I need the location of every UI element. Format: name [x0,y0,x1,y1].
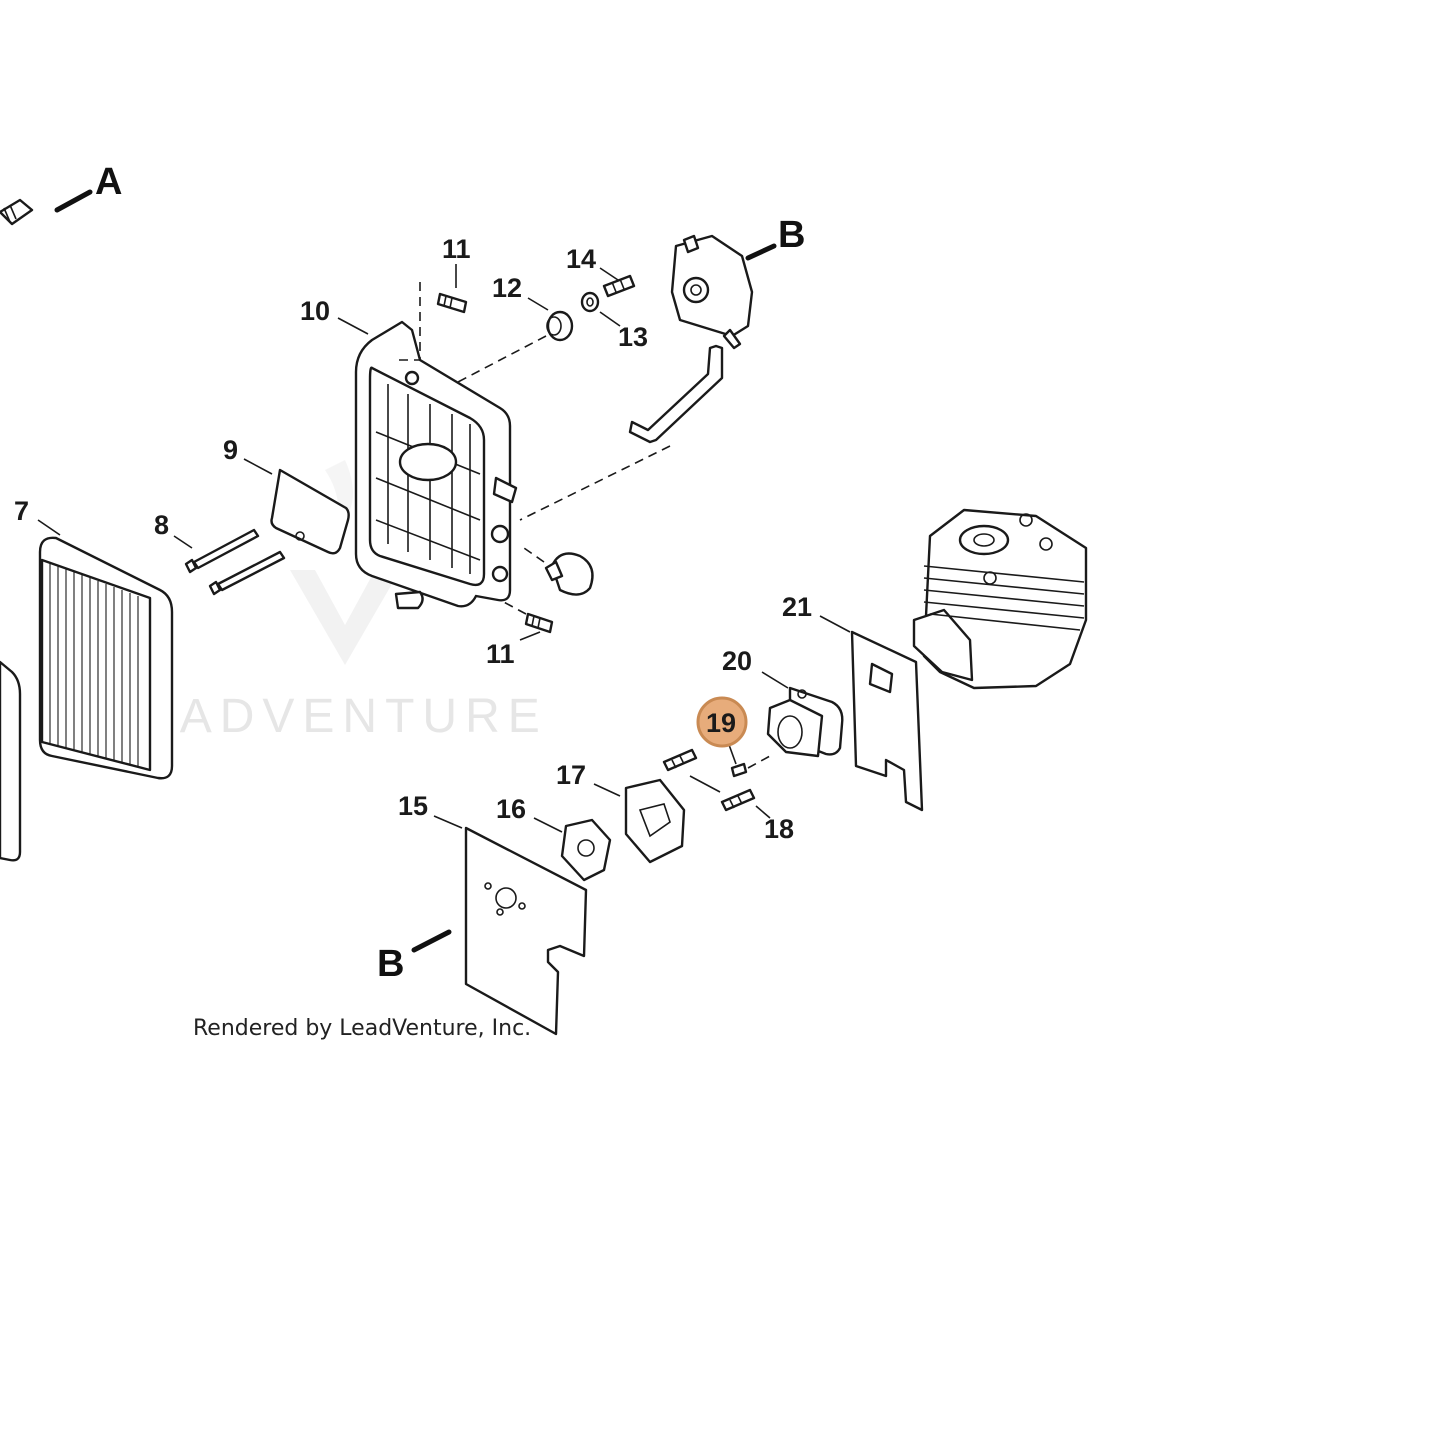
gasket-part-16[interactable] [560,818,612,882]
air-filter-part-7[interactable] [38,536,174,780]
label-part-9: 9 [223,435,238,465]
screw-part-18-upper[interactable] [662,748,698,772]
screw-part-11-lower[interactable] [524,612,554,634]
carburetor-box-part-10[interactable] [354,320,518,610]
fuel-line[interactable] [628,344,724,444]
label-part-19: 19 [706,708,736,738]
label-part-21: 21 [782,592,812,622]
ref-b-bottom-label: B [377,943,404,985]
label-part-11-upper: 11 [442,234,471,264]
label-part-15: 15 [398,791,428,821]
label-part-14: 14 [566,244,596,274]
label-part-12: 12 [492,273,522,303]
carburetor-b[interactable] [670,234,754,350]
bracket-part-9[interactable] [270,468,350,555]
screw-part-18-lower[interactable] [720,788,756,812]
screw-part-14[interactable] [602,274,636,298]
label-part-8: 8 [154,510,169,540]
label-part-13: 13 [618,322,648,352]
screw-part-8-lower[interactable] [208,550,286,596]
screw-part-11-upper[interactable] [436,292,468,314]
label-part-7: 7 [14,496,29,526]
cover-edge-left[interactable] [0,660,22,862]
label-part-11-lower: 11 [486,639,515,669]
clip-part-19[interactable] [730,762,748,778]
washer-part-13[interactable] [580,291,600,313]
primer-bulb[interactable] [544,552,594,596]
watermark-text: LEADVENTURE [105,690,548,743]
spacer-part-17[interactable] [624,778,686,864]
render-credit: Rendered by LeadVenture, Inc. [193,1016,531,1041]
ref-b-bottom-pointer [411,929,452,953]
cylinder[interactable] [912,508,1088,690]
gasket-part-21[interactable] [850,630,924,812]
label-part-18: 18 [764,814,794,844]
plate-part-15[interactable] [464,826,588,1036]
ref-a-label: A [95,161,122,203]
label-part-17: 17 [556,760,586,790]
label-part-16: 16 [496,794,526,824]
ref-b-top-pointer [745,243,777,261]
ref-a-pointer [54,189,93,213]
label-part-10: 10 [300,296,330,326]
label-part-20: 20 [722,646,752,676]
highlight-part-19[interactable]: 19 [696,696,748,748]
screw-part-8-upper[interactable] [184,528,260,574]
intake-flange-part-20[interactable] [766,686,844,758]
screw-top-left[interactable] [0,198,34,226]
ref-b-top-label: B [778,214,805,256]
grommet-part-12[interactable] [546,310,574,342]
